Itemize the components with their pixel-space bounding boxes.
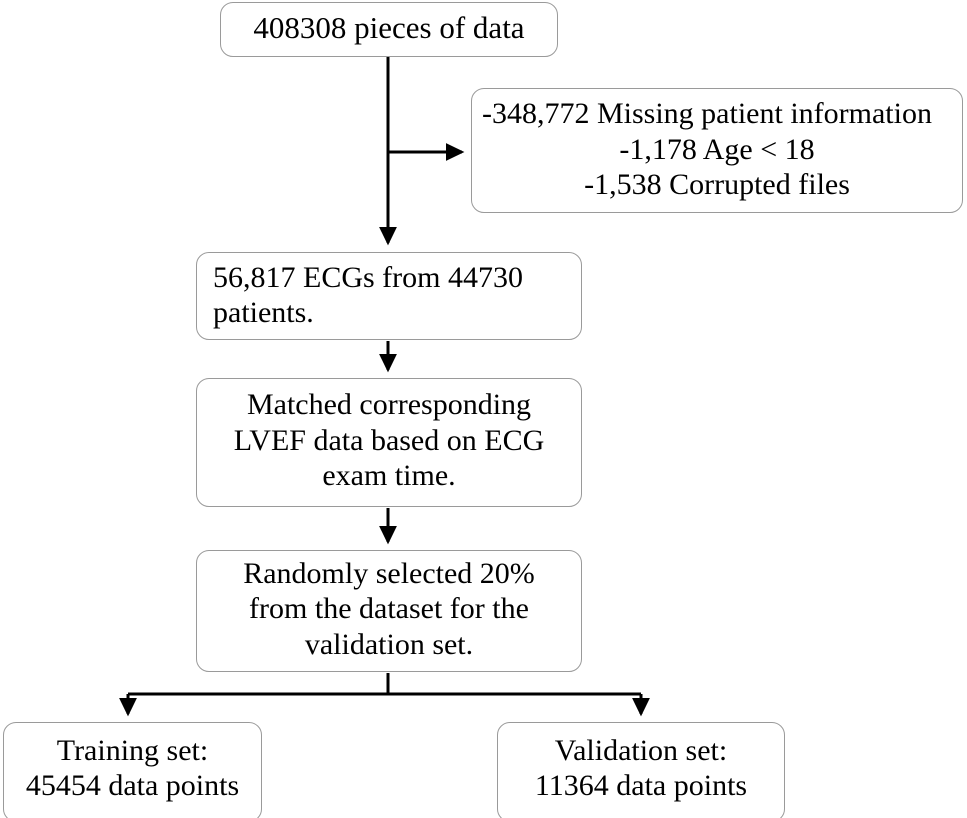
node-training-line-2: 45454 data points [25,769,240,802]
node-validation-set: Validation set: 11364 data points [497,722,785,818]
node-source-line-1: 408308 pieces of data [253,10,525,46]
node-training-set: Training set: 45454 data points [3,722,262,818]
node-random-line-3: validation set. [304,627,474,661]
node-ecgs-line-1: 56,817 ECGs from 44730 [213,260,523,294]
node-matched-line-2: LVEF data based on ECG [233,423,545,457]
node-source-data: 408308 pieces of data [220,2,558,57]
node-validation-line-2: 11364 data points [534,769,748,802]
node-exclusion-criteria: -348,772 Missing patient information -1,… [471,88,963,213]
node-matched-lvef: Matched corresponding LVEF data based on… [196,378,582,507]
node-matched-line-1: Matched corresponding [246,388,532,422]
node-ecgs-line-2: patients. [213,296,314,329]
node-training-line-1: Training set: [56,733,209,767]
node-exclusions-line-2: -1,178 Age < 18 [619,132,815,166]
node-random-line-1: Randomly selected 20% [243,556,535,590]
node-matched-line-3: exam time. [322,459,456,493]
node-random-line-2: from the dataset for the [249,592,529,626]
node-random-split: Randomly selected 20% from the dataset f… [196,550,582,672]
node-remaining-ecgs: 56,817 ECGs from 44730 patients. [196,252,582,340]
node-exclusions-line-1: -348,772 Missing patient information [482,97,932,131]
node-exclusions-line-3: -1,538 Corrupted files [584,168,850,202]
node-validation-line-1: Validation set: [554,733,728,767]
